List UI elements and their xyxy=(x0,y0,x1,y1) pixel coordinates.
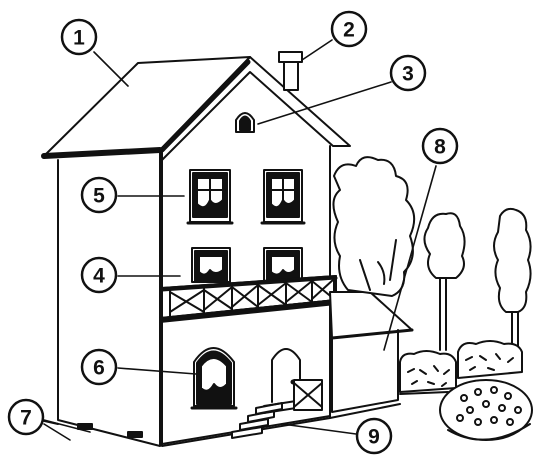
callout-number: 7 xyxy=(20,407,32,430)
callout-number: 9 xyxy=(368,426,380,449)
upper-window-left xyxy=(188,170,232,223)
upper-window-right xyxy=(262,170,304,223)
balcony xyxy=(160,276,336,322)
callout-number: 1 xyxy=(73,27,85,50)
tree-tall xyxy=(494,209,531,350)
callout-7: 7 xyxy=(9,400,43,434)
callout-4: 4 xyxy=(82,258,116,292)
foundation-vent-left xyxy=(78,424,92,429)
foundation-vent-right xyxy=(128,432,142,437)
balcony-window-left xyxy=(192,248,230,282)
attic-vent xyxy=(236,113,254,132)
flower-bed xyxy=(440,380,532,440)
callout-9: 9 xyxy=(357,419,391,453)
callout-5: 5 xyxy=(82,178,116,212)
callout-number: 4 xyxy=(93,265,105,288)
hedge-right xyxy=(458,341,522,378)
ground-window xyxy=(192,348,236,408)
callout-number: 5 xyxy=(93,185,105,208)
callout-8: 8 xyxy=(423,129,457,163)
roof xyxy=(44,57,250,156)
chimney xyxy=(279,52,302,90)
callout-2: 2 xyxy=(332,12,366,46)
callout-1: 1 xyxy=(62,20,96,54)
callout-3: 3 xyxy=(391,56,425,90)
tree-large xyxy=(333,157,414,296)
callout-number: 3 xyxy=(402,63,414,86)
balcony-window-right xyxy=(264,248,302,282)
callout-number: 2 xyxy=(343,19,355,42)
hedge-left xyxy=(400,351,456,392)
callout-number: 6 xyxy=(93,357,105,380)
callout-6: 6 xyxy=(82,350,116,384)
tree-small xyxy=(424,213,464,350)
callout-number: 8 xyxy=(434,136,446,159)
